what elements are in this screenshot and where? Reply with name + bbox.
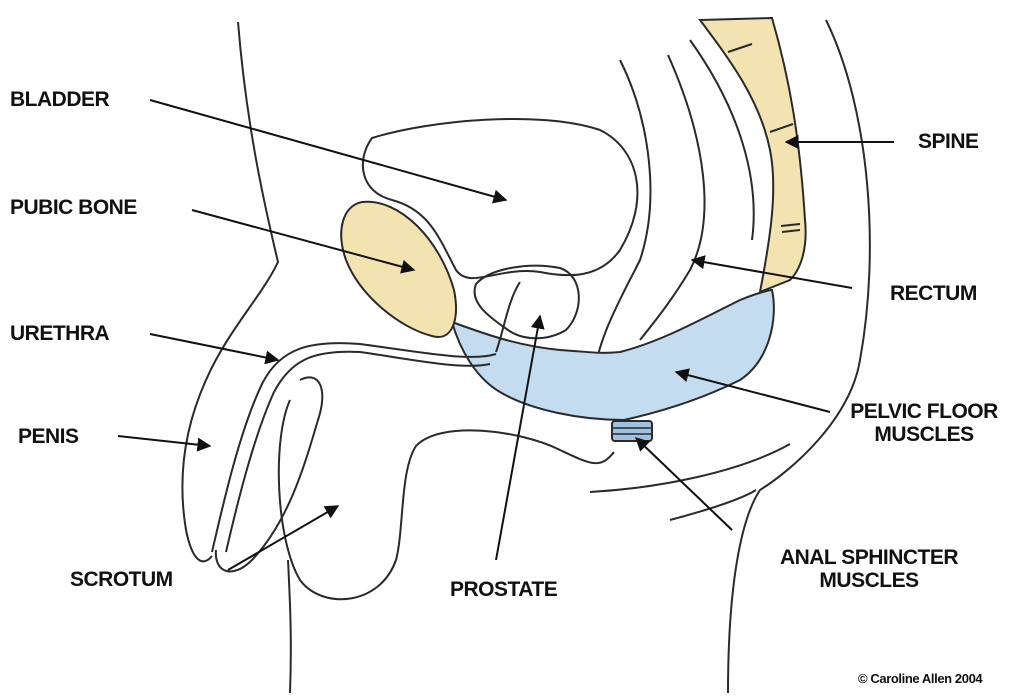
label-anal-sphincter-line2: MUSCLES [734,569,1004,592]
label-prostate: PROSTATE [450,578,557,601]
urethra-tube-inner [226,352,490,552]
label-bladder: BLADDER [10,88,109,111]
copyright-text: © Caroline Allen 2004 [858,671,982,686]
label-pelvic-floor-line2: MUSCLES [834,423,1014,446]
label-pubic-bone: PUBIC BONE [10,196,137,219]
label-pelvic-floor: PELVIC FLOOR MUSCLES [834,400,1014,446]
label-rectum: RECTUM [890,282,977,305]
label-anal-sphincter: ANAL SPHINCTER MUSCLES [734,546,1004,592]
anal-sphincter-shape [612,421,652,441]
buttock-line [590,444,790,492]
label-penis: PENIS [18,425,79,448]
arrow-penis [118,436,210,446]
label-anal-sphincter-line1: ANAL SPHINCTER [734,546,1004,569]
spine-shape [700,18,806,292]
arrow-urethra [150,334,278,360]
leg-line [288,560,291,693]
scrotum-outline [279,400,614,599]
label-pelvic-floor-line1: PELVIC FLOOR [834,400,1014,423]
thigh-line [670,490,756,520]
arrow-bladder [150,100,506,200]
label-spine: SPINE [918,130,979,153]
pelvic-floor-shape [452,290,774,420]
label-scrotum: SCROTUM [70,568,173,591]
pubic-bone-shape [341,202,456,337]
label-urethra: URETHRA [10,322,109,345]
